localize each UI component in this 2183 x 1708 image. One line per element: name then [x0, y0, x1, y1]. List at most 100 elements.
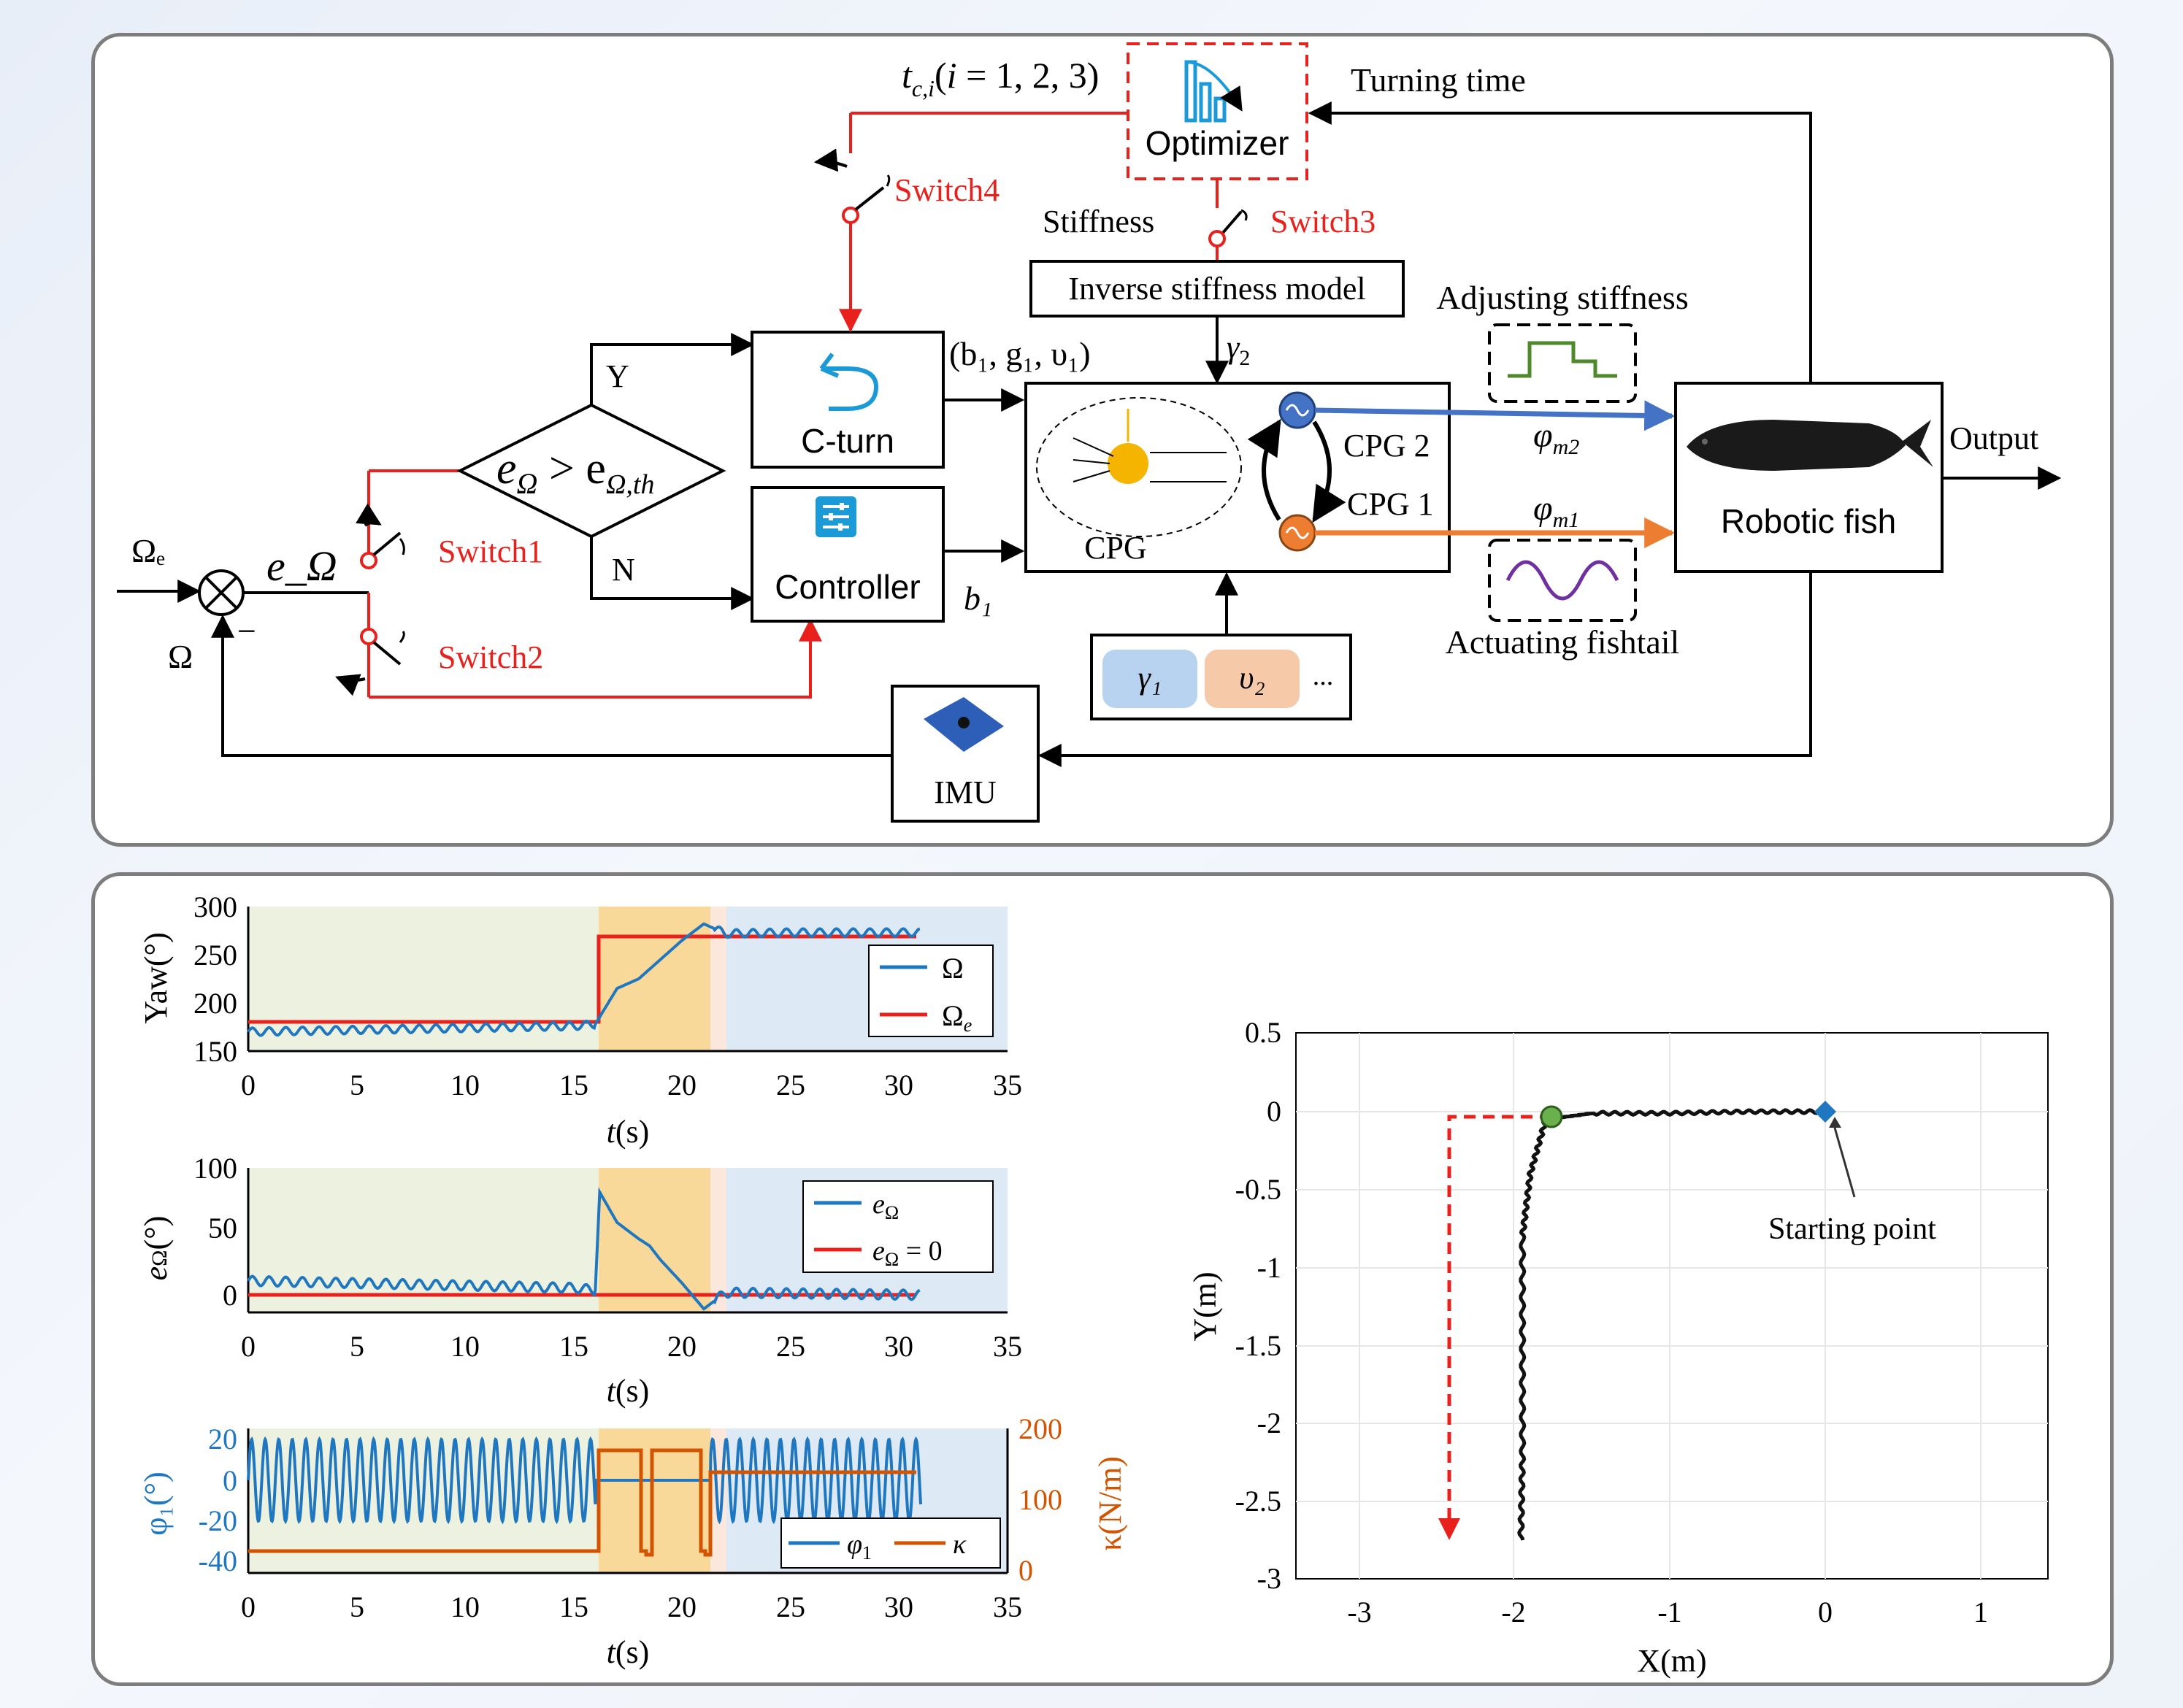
phi-xtick: 15 — [559, 1590, 588, 1623]
tc-label: tc,i(i = 1, 2, 3) — [902, 55, 1099, 101]
minus-sign: − — [237, 612, 256, 650]
optimizer-label: Optimizer — [1146, 124, 1289, 162]
phi-xtick: 0 — [241, 1590, 256, 1623]
traj-xtick: -1 — [1657, 1596, 1681, 1628]
trajectory-plot: Starting point 0.5 0 -0.5 -1 -1.5 -2 -2.… — [1187, 1016, 2049, 1679]
gamma1-chip — [1102, 650, 1197, 708]
cpg-coupling-arrow-left — [1247, 418, 1281, 521]
traj-ylabel: Y(m) — [1187, 1272, 1223, 1341]
cturn-block[interactable] — [751, 331, 945, 469]
imu-chip-icon — [924, 697, 1004, 752]
traj-ytick: 0.5 — [1245, 1016, 1281, 1049]
cpg2-label: CPG 2 — [1343, 428, 1430, 463]
optimizer-block[interactable] — [1127, 42, 1308, 180]
robotic-fish-block[interactable] — [1674, 382, 1944, 573]
cpg-coupling-arrow-right — [1312, 420, 1346, 523]
traj-ytick: -2.5 — [1235, 1485, 1281, 1517]
phi-ytick: -40 — [199, 1544, 237, 1577]
switch3[interactable] — [1208, 209, 1248, 247]
yaw-ytick: 250 — [193, 939, 237, 972]
stiffness-signal-box — [1488, 323, 1637, 403]
phi-m2-arrow — [1314, 400, 1676, 431]
no-branch — [590, 536, 755, 610]
yaw-xtick: 0 — [241, 1069, 256, 1101]
traj-xtick: 0 — [1818, 1596, 1833, 1628]
kappa-ylabel: κ(N/m) — [1092, 1456, 1128, 1551]
omega-feedback-label: Ω — [168, 638, 193, 675]
traj-ytick: -3 — [1257, 1562, 1281, 1595]
actuating-fishtail-label: Actuating fishtail — [1446, 623, 1680, 661]
cturn-label: C-turn — [801, 422, 894, 460]
start-point-marker — [1814, 1101, 1836, 1123]
phi-ytick: 0 — [223, 1464, 237, 1497]
switch4-label: Switch4 — [894, 172, 1000, 208]
phi-xtick: 20 — [667, 1590, 697, 1623]
yes-branch — [590, 333, 755, 405]
phi-ytick: 20 — [208, 1423, 237, 1455]
planned-path-arrow — [1447, 1115, 1551, 1518]
cpg-label: CPG — [1084, 530, 1147, 566]
imu-feedback-line — [211, 614, 892, 757]
yes-label: Y — [606, 358, 629, 394]
cpg-neuron-icon — [1108, 443, 1148, 484]
phi-xtick: 10 — [450, 1590, 480, 1623]
phi-xtick: 30 — [884, 1590, 913, 1623]
phi-ytick: -20 — [199, 1504, 237, 1537]
turning-time-feedback — [1308, 101, 1812, 383]
turning-point-marker — [1540, 1105, 1563, 1128]
imu-label: IMU — [934, 774, 997, 810]
yaw-measured-line — [247, 922, 921, 1037]
turning-time-label: Turning time — [1351, 61, 1526, 99]
yaw-xtick: 15 — [559, 1069, 588, 1101]
error-ytick: 0 — [223, 1279, 237, 1312]
fish-to-imu-line — [1037, 572, 1812, 767]
phi-line — [247, 1436, 923, 1525]
phi-xlabel: t(s) — [607, 1634, 650, 1670]
error-legend: eΩ eΩ = 0 — [802, 1180, 994, 1273]
yaw-transition-bg — [710, 907, 726, 1051]
kappa-ytick: 100 — [1018, 1483, 1062, 1516]
switch2-wire — [369, 618, 822, 699]
optimizer-chart-icon — [1184, 60, 1243, 123]
controller-block[interactable] — [751, 486, 945, 623]
step-signal-icon — [1508, 341, 1617, 378]
yaw-xtick: 30 — [884, 1069, 913, 1101]
traj-ytick: -0.5 — [1235, 1173, 1281, 1206]
switch2[interactable] — [335, 593, 405, 697]
cpg-block[interactable] — [1024, 382, 1451, 573]
error-xtick: 35 — [993, 1330, 1022, 1363]
cpg-network-ellipse — [1036, 397, 1242, 537]
yaw-ylabel: Yaw(°) — [138, 932, 174, 1024]
yaw-xtick: 10 — [450, 1069, 480, 1101]
error-xlabel: t(s) — [607, 1373, 650, 1409]
traj-xtick: 1 — [1973, 1596, 1988, 1628]
kappa-ytick: 200 — [1018, 1412, 1062, 1445]
error-ytick: 50 — [208, 1212, 237, 1245]
traj-ytick: -2 — [1257, 1407, 1281, 1439]
yaw-xtick: 5 — [350, 1069, 364, 1101]
error-xtick: 25 — [776, 1330, 805, 1363]
starting-point-label: Starting point — [1768, 1212, 1936, 1246]
phi-xtick: 35 — [993, 1590, 1022, 1623]
switch2-label: Switch2 — [438, 639, 543, 675]
gamma1-label: γ₁ — [1138, 660, 1162, 696]
cpg1-label: CPG 1 — [1347, 486, 1434, 522]
error-xtick: 0 — [241, 1330, 256, 1363]
error-xtick: 30 — [884, 1330, 913, 1363]
fish-trajectory — [1517, 1108, 1827, 1541]
switch1[interactable] — [356, 471, 405, 569]
decision-diamond — [456, 403, 726, 539]
kappa-line — [248, 1448, 916, 1557]
traj-xtick: -3 — [1347, 1596, 1371, 1628]
error-ytick: 100 — [193, 1152, 237, 1185]
params-ellipsis: ... — [1313, 661, 1334, 691]
yaw-xtick: 20 — [667, 1069, 697, 1101]
phi-ylabel: φ₁(°) — [138, 1472, 174, 1536]
params-label: (b₁, g₁, υ₁) — [949, 335, 1091, 372]
traj-xtick: -2 — [1501, 1596, 1525, 1628]
yaw-xtick: 35 — [993, 1069, 1022, 1101]
error-xtick: 10 — [450, 1330, 480, 1363]
cturn-icon — [819, 353, 879, 411]
phi-legend-kappa: κ — [953, 1529, 967, 1560]
